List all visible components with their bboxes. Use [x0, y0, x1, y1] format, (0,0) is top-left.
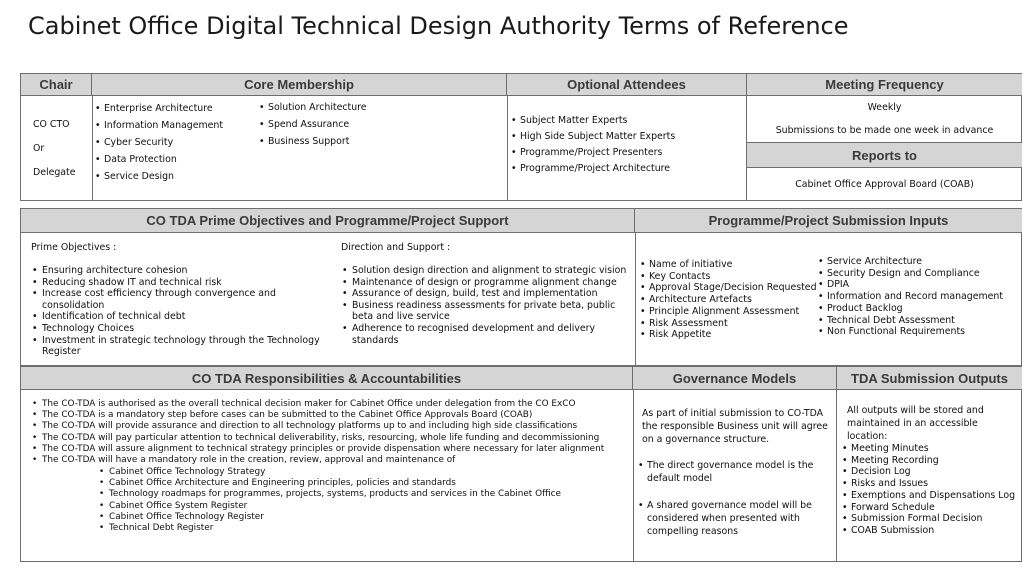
- list-item: Submission Formal Decision: [842, 513, 1015, 525]
- list-item: Cabinet Office Technology Register: [98, 512, 561, 523]
- list-item: Adherence to recognised development and …: [341, 323, 633, 346]
- list-item: Risk Appetite: [640, 329, 817, 341]
- outputs-list: Meeting Minutes Meeting Recording Decisi…: [842, 443, 1015, 537]
- list-item: Maintenance of design or programme align…: [341, 277, 633, 289]
- list-item: Assurance of design, build, test and imp…: [341, 288, 633, 300]
- core-membership-list-1: Enterprise Architecture Information Mana…: [95, 100, 223, 185]
- list-item: The CO-TDA will provide assurance and di…: [31, 421, 604, 432]
- list-item: Approval Stage/Decision Requested: [640, 282, 817, 294]
- governance-points: The direct governance model is the defau…: [638, 459, 830, 538]
- list-item: Meeting Minutes: [842, 443, 1015, 455]
- direction-support-label: Direction and Support :: [341, 242, 451, 253]
- list-item: High Side Subject Matter Experts: [511, 129, 675, 145]
- list-item: Business readiness assessments for priva…: [341, 300, 633, 323]
- chair-line: Delegate: [33, 167, 76, 178]
- list-item: Reducing shadow IT and technical risk: [31, 277, 331, 289]
- outputs-intro: All outputs will be stored and maintaine…: [847, 405, 984, 442]
- core-membership-header: Core Membership: [92, 74, 507, 96]
- governance-intro: As part of initial submission to CO-TDA …: [642, 408, 828, 445]
- list-item: Spend Assurance: [259, 116, 367, 133]
- membership-table: Chair Core Membership Optional Attendees…: [20, 73, 1022, 201]
- list-item: Cyber Security: [95, 134, 223, 151]
- list-item: Identification of technical debt: [31, 311, 331, 323]
- list-item: Risk Assessment: [640, 318, 817, 330]
- submission-outputs-header: TDA Submission Outputs: [837, 367, 1022, 390]
- list-item: Business Support: [259, 133, 367, 150]
- list-item: Subject Matter Experts: [511, 113, 675, 129]
- governance-models-header: Governance Models: [633, 367, 837, 390]
- meeting-frequency-value: Weekly: [867, 102, 902, 113]
- list-item: The CO-TDA will have a mandatory role in…: [31, 455, 604, 466]
- list-item: Solution Architecture: [259, 99, 367, 116]
- list-item: Architecture Artefacts: [640, 294, 817, 306]
- chair-header: Chair: [21, 74, 92, 96]
- list-item: Programme/Project Architecture: [511, 161, 675, 177]
- list-item: Risks and Issues: [842, 478, 1015, 490]
- list-item: Forward Schedule: [842, 502, 1015, 514]
- submission-inputs-list-1: Name of initiative Key Contacts Approval…: [640, 259, 817, 341]
- list-item: Security Design and Compliance: [818, 268, 1003, 280]
- list-item: Meeting Recording: [842, 455, 1015, 467]
- prime-objectives-list: Ensuring architecture cohesion Reducing …: [31, 265, 331, 358]
- direction-support-list: Solution design direction and alignment …: [341, 265, 633, 346]
- reports-to-value: Cabinet Office Approval Board (COAB): [795, 179, 974, 190]
- list-item: Data Protection: [95, 151, 223, 168]
- list-item: Cabinet Office Architecture and Engineer…: [98, 478, 561, 489]
- list-item: Cabinet Office System Register: [98, 501, 561, 512]
- submission-inputs-header: Programme/Project Submission Inputs: [635, 209, 1022, 233]
- list-item: The CO-TDA is authorised as the overall …: [31, 399, 604, 410]
- page-title: Cabinet Office Digital Technical Design …: [28, 12, 849, 40]
- list-item: Technology Choices: [31, 323, 331, 335]
- list-item: Service Architecture: [818, 256, 1003, 268]
- responsibilities-header: CO TDA Responsibilities & Accountabiliti…: [21, 367, 633, 390]
- list-item: Technology roadmaps for programmes, proj…: [98, 489, 561, 500]
- list-item: Enterprise Architecture: [95, 100, 223, 117]
- list-item: Non Functional Requirements: [818, 326, 1003, 338]
- chair-line: CO CTO: [33, 119, 70, 130]
- objectives-header: CO TDA Prime Objectives and Programme/Pr…: [21, 209, 635, 233]
- list-item: Decision Log: [842, 466, 1015, 478]
- list-item: Exemptions and Dispensations Log: [842, 490, 1015, 502]
- list-item: Information and Record management: [818, 291, 1003, 303]
- chair-line: Or: [33, 143, 45, 154]
- list-item: Key Contacts: [640, 271, 817, 283]
- list-item: Product Backlog: [818, 303, 1003, 315]
- list-item: Increase cost efficiency through converg…: [31, 288, 331, 311]
- objectives-table: CO TDA Prime Objectives and Programme/Pr…: [20, 208, 1022, 366]
- optional-attendees-list: Subject Matter Experts High Side Subject…: [511, 113, 675, 177]
- list-item: Service Design: [95, 168, 223, 185]
- list-item: The CO-TDA will pay particular attention…: [31, 433, 604, 444]
- list-item: The direct governance model is the defau…: [638, 459, 830, 485]
- responsibilities-table: CO TDA Responsibilities & Accountabiliti…: [20, 366, 1022, 562]
- list-item: DPIA: [818, 279, 1003, 291]
- list-item: Technical Debt Register: [98, 523, 561, 534]
- core-membership-list-2: Solution Architecture Spend Assurance Bu…: [259, 99, 367, 150]
- optional-attendees-header: Optional Attendees: [507, 74, 747, 96]
- responsibilities-list: The CO-TDA is authorised as the overall …: [31, 399, 604, 466]
- list-item: Name of initiative: [640, 259, 817, 271]
- chair-cell: CO CTO Or Delegate: [33, 118, 76, 180]
- list-item: The CO-TDA is a mandatory step before ca…: [31, 410, 604, 421]
- submission-lead-time: Submissions to be made one week in advan…: [775, 125, 994, 136]
- prime-objectives-label: Prime Objectives :: [31, 242, 117, 253]
- list-item: Information Management: [95, 117, 223, 134]
- list-item: COAB Submission: [842, 525, 1015, 537]
- submission-inputs-list-2: Service Architecture Security Design and…: [818, 256, 1003, 338]
- list-item: Technical Debt Assessment: [818, 315, 1003, 327]
- list-item: A shared governance model will be consid…: [638, 499, 830, 538]
- list-item: Investment in strategic technology throu…: [31, 335, 331, 358]
- list-item: Cabinet Office Technology Strategy: [98, 467, 561, 478]
- list-item: Programme/Project Presenters: [511, 145, 675, 161]
- responsibilities-sublist: Cabinet Office Technology Strategy Cabin…: [98, 467, 561, 534]
- meeting-frequency-header: Meeting Frequency: [747, 74, 1022, 96]
- reports-to-header: Reports to: [747, 142, 1022, 168]
- list-item: Solution design direction and alignment …: [341, 265, 633, 277]
- list-item: Ensuring architecture cohesion: [31, 265, 331, 277]
- list-item: The CO-TDA will assure alignment to tech…: [31, 444, 604, 455]
- list-item: Principle Alignment Assessment: [640, 306, 817, 318]
